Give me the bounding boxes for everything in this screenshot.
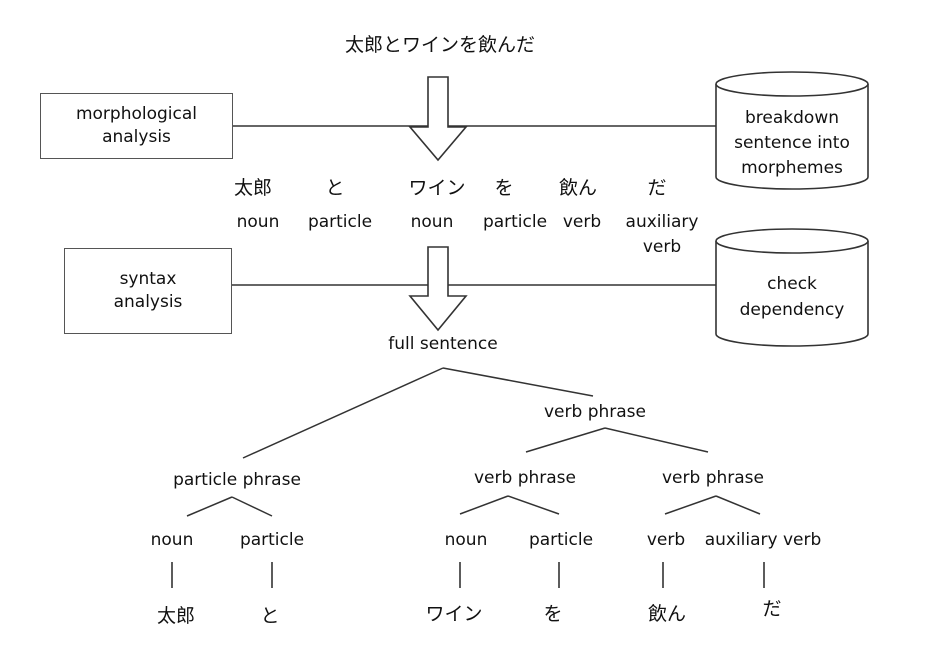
edge-vp-vpright <box>605 428 708 452</box>
tree-leaf-pos-2: particle <box>239 530 305 550</box>
morph-box-line1: morphological <box>75 104 198 125</box>
tree-leaf-pos-6: auxiliary verb <box>704 530 822 550</box>
tree-leaf-word-6: だ <box>762 598 782 620</box>
input-sentence: 太郎とワインを飲んだ <box>344 34 535 56</box>
database-cylinder-syntax <box>716 229 868 346</box>
morph-db-line3: morphemes <box>741 158 843 178</box>
tree-verb-phrase-right: verb phrase <box>662 468 764 488</box>
tree-particle-phrase: particle phrase <box>173 470 301 490</box>
morpheme-word-1: 太郎 <box>233 177 272 199</box>
syntax-db-line1: check <box>767 274 817 294</box>
morpheme-word-3: ワイン <box>408 177 466 199</box>
down-arrow-morph <box>410 77 466 160</box>
morphological-analysis-box: morphological analysis <box>40 93 233 159</box>
morpheme-word-5: 飲ん <box>558 177 597 199</box>
tree-leaf-pos-4: particle <box>528 530 594 550</box>
morpheme-word-2: と <box>325 177 345 199</box>
database-cylinder-morph <box>716 72 868 189</box>
edge-vpr-verb <box>665 496 716 514</box>
tree-leaf-word-3: ワイン <box>425 603 483 625</box>
syntax-analysis-box: syntax analysis <box>64 248 232 334</box>
morpheme-pos-5: verb <box>562 212 602 232</box>
tree-leaf-pos-1: noun <box>150 530 194 550</box>
edge-vpl-noun <box>460 496 508 514</box>
edge-root-pp <box>243 368 443 458</box>
morph-db-line1: breakdown <box>745 108 839 128</box>
morph-box-line2: analysis <box>102 127 171 147</box>
morpheme-pos-6: auxiliary <box>625 212 699 232</box>
edge-vpl-particle <box>508 496 559 514</box>
morpheme-pos-2: particle <box>307 212 373 232</box>
tree-leaf-word-2: と <box>260 605 280 627</box>
morpheme-pos-4: particle <box>482 212 548 232</box>
edge-vpr-aux <box>716 496 760 514</box>
down-arrow-syntax <box>410 247 466 330</box>
syntax-box-line2: analysis <box>113 292 183 312</box>
morpheme-word-4: を <box>494 177 514 199</box>
edge-root-vp <box>443 368 593 396</box>
tree-verb-phrase-top: verb phrase <box>544 402 646 422</box>
tree-leaf-word-5: 飲ん <box>647 603 686 625</box>
tree-leaf-pos-5: verb <box>646 530 686 550</box>
tree-verb-phrase-left: verb phrase <box>474 468 576 488</box>
edge-pp-noun <box>187 497 232 516</box>
edge-vp-vpleft <box>526 428 605 452</box>
morph-db-label: breakdown sentence into morphemes <box>716 106 868 181</box>
morpheme-pos-1: noun <box>236 212 280 232</box>
tree-root: full sentence <box>388 334 498 354</box>
tree-leaf-word-4: を <box>543 603 563 625</box>
morpheme-word-6: だ <box>647 177 667 199</box>
syntax-box-line1: syntax <box>119 269 177 290</box>
tree-leaf-word-1: 太郎 <box>156 605 195 627</box>
syntax-db-line2: dependency <box>739 300 845 320</box>
morpheme-pos-6b: verb <box>642 237 682 257</box>
syntax-db-label: check dependency <box>716 271 868 323</box>
edge-pp-particle <box>232 497 272 516</box>
morph-db-line2: sentence into <box>734 133 850 153</box>
morpheme-pos-3: noun <box>410 212 454 232</box>
tree-leaf-pos-3: noun <box>444 530 488 550</box>
